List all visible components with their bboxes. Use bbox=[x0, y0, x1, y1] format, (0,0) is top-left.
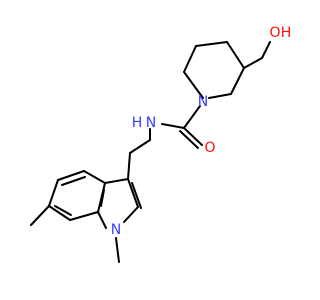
bond bbox=[104, 178, 129, 184]
bond bbox=[127, 152, 131, 180]
bond bbox=[97, 211, 107, 229]
methyl-groups bbox=[30, 205, 120, 263]
bond bbox=[161, 123, 185, 129]
bond bbox=[115, 237, 120, 263]
bond bbox=[83, 170, 106, 184]
bond bbox=[243, 57, 263, 69]
bond bbox=[57, 170, 85, 181]
bond bbox=[61, 176, 86, 186]
bond bbox=[230, 67, 245, 95]
bond bbox=[48, 179, 59, 207]
bond bbox=[261, 41, 271, 59]
bond bbox=[195, 41, 228, 47]
bond bbox=[183, 71, 204, 99]
bond bbox=[179, 130, 199, 149]
hydroxyl-oxygen-label: O bbox=[269, 25, 280, 41]
bond bbox=[48, 205, 71, 221]
bond bbox=[54, 205, 72, 216]
benzene-ring bbox=[48, 170, 106, 221]
molecule-diagram: N N H O O H N bbox=[30, 25, 292, 263]
bond bbox=[100, 189, 105, 207]
piperidine-nitrogen-label: N bbox=[198, 94, 208, 110]
bond bbox=[97, 182, 106, 213]
hydroxymethyl-group bbox=[243, 41, 271, 69]
bond bbox=[183, 45, 197, 73]
bond bbox=[183, 127, 203, 146]
bond bbox=[123, 206, 139, 223]
carbonyl-oxygen-label: O bbox=[204, 140, 215, 156]
amide-nitrogen-label: N bbox=[146, 115, 156, 131]
bond bbox=[127, 178, 139, 208]
structure-svg: N N H O O H N bbox=[30, 25, 292, 263]
bond bbox=[129, 139, 151, 154]
ethyl-linker bbox=[127, 128, 151, 180]
bond bbox=[30, 205, 50, 226]
hydroxyl-hydrogen-label: H bbox=[281, 25, 292, 41]
indole-nitrogen-label: N bbox=[111, 222, 121, 238]
amide-hydrogen-label: H bbox=[132, 115, 143, 131]
carboxamide-group bbox=[161, 105, 203, 149]
bond bbox=[208, 93, 232, 99]
bond bbox=[183, 105, 201, 129]
piperidine-ring bbox=[183, 41, 245, 99]
pyrrole-ring bbox=[97, 178, 142, 229]
bond bbox=[131, 182, 142, 209]
bond bbox=[226, 41, 245, 69]
bond bbox=[69, 211, 99, 221]
